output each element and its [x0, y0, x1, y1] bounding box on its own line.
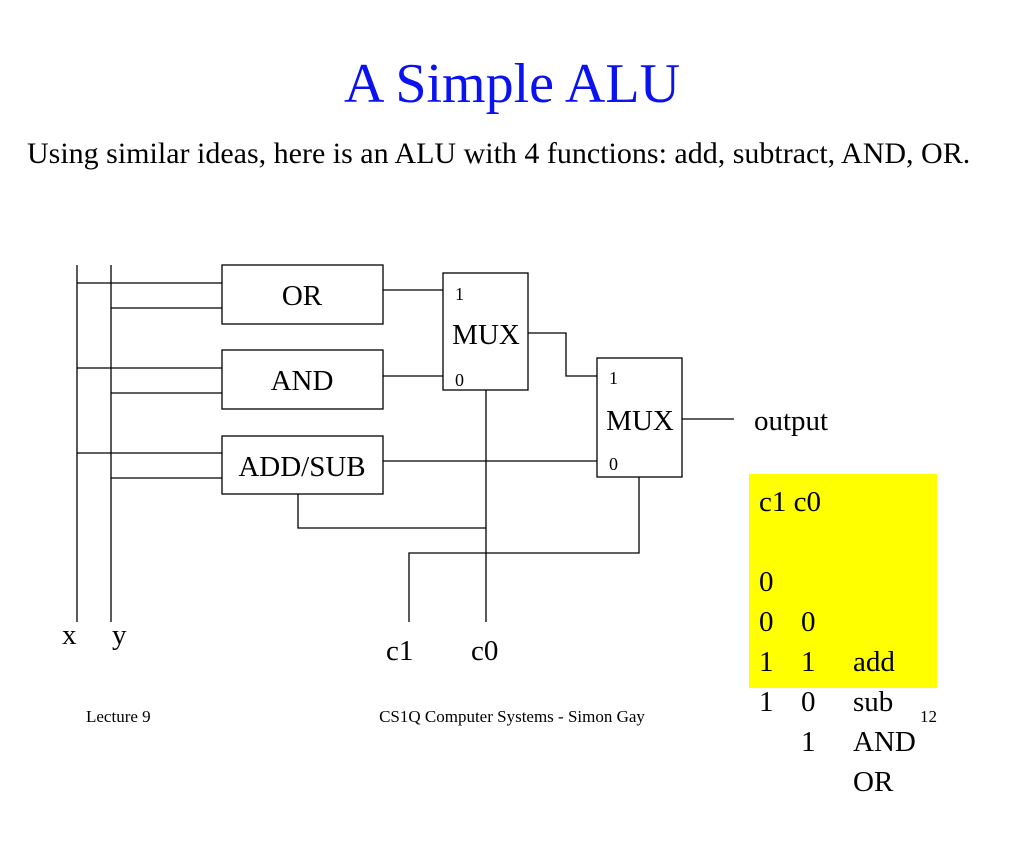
- legend-function: sub: [853, 686, 894, 718]
- footer-lecture: Lecture 9: [86, 707, 151, 726]
- legend-row: 1 0 AND: [759, 602, 916, 758]
- alu-diagram: OR AND ADD/SUB 1 MUX 0 1 MUX 0 output x …: [62, 264, 828, 667]
- mux1-to-mux2-wire: [528, 332, 597, 377]
- and-gate-label: AND: [271, 365, 334, 397]
- legend-c0-value: 1: [801, 726, 816, 758]
- addsub-label: ADD/SUB: [238, 451, 365, 483]
- legend-c1-value: 1: [759, 686, 774, 718]
- legend-row: 0 0 add: [759, 522, 895, 678]
- y-input-label: y: [112, 619, 127, 651]
- legend-function: add: [853, 646, 895, 678]
- legend-c1-value: 0: [759, 606, 774, 638]
- c0-control-label: c0: [471, 635, 498, 667]
- mux2-input1-label: 1: [609, 368, 618, 388]
- legend-row: 0 1 sub: [759, 562, 893, 718]
- addsub-box: [221, 435, 384, 495]
- mux2-input0-label: 0: [609, 454, 618, 474]
- c1-control-wire: [408, 477, 640, 622]
- legend-function: OR: [853, 766, 894, 798]
- mux1-input1-label: 1: [455, 284, 464, 304]
- legend-c0-value: 0: [801, 606, 816, 638]
- or-gate-label: OR: [282, 280, 323, 312]
- function-legend: c1 c0 0 0 add 0 1 sub 1 0 AND 1 1 OR: [749, 474, 937, 798]
- legend-c1-value: 1: [759, 646, 774, 678]
- mux1-input0-label: 0: [455, 370, 464, 390]
- x-input-label: x: [62, 619, 77, 651]
- or-gate-box: [221, 264, 384, 325]
- mux1-label: MUX: [452, 319, 520, 351]
- legend-c1-value: 0: [759, 566, 774, 598]
- legend-c0-value: 1: [801, 646, 816, 678]
- mux1-box: [442, 272, 529, 391]
- mux2-box: [596, 357, 683, 478]
- c1-control-label: c1: [386, 635, 413, 667]
- legend-header: c1 c0: [759, 486, 821, 518]
- legend-function: AND: [853, 726, 916, 758]
- mux2-label: MUX: [606, 405, 674, 437]
- slide-title: A Simple ALU: [343, 53, 681, 115]
- legend-row: 1 1 OR: [759, 642, 893, 798]
- legend-c0-value: 0: [801, 686, 816, 718]
- c0-addsub-control-wire: [297, 494, 486, 529]
- footer-course: CS1Q Computer Systems - Simon Gay: [379, 707, 645, 726]
- intro-text: Using similar ideas, here is an ALU with…: [27, 137, 971, 170]
- and-gate-box: [221, 349, 384, 410]
- output-label: output: [754, 405, 828, 437]
- footer-page-number: 12: [920, 707, 937, 726]
